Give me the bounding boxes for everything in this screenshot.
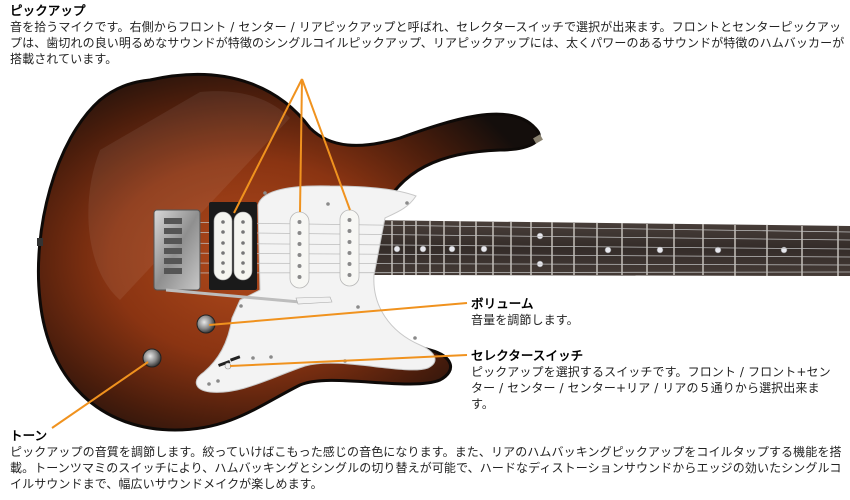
callout-line-tone [51,361,149,429]
callout-line-rear-pickup [233,78,303,214]
pickup-description: 音を拾うマイクです。右側からフロント / センター / リアピックアップと呼ばれ… [10,20,845,66]
selector-switch [218,355,241,370]
bridge [153,209,333,305]
volume-callout: ボリューム 音量を調節します。 [471,296,841,328]
middle-single-coil [289,211,310,289]
selector-switch-title: セレクタースイッチ [471,348,584,363]
volume-description: 音量を調節します。 [471,313,579,327]
tone-callout: トーン ピックアップの音質を調節します。絞っていけばこもった感じの音色になります… [10,428,845,492]
pickguard [195,185,436,393]
selector-switch-callout: セレクタースイッチ ピックアップを選択するスイッチです。フロント / フロント+… [471,348,841,412]
neck [360,220,850,276]
tone-description: ピックアップの音質を調節します。絞っていけばこもった感じの音色になります。また、… [10,445,842,491]
selector-switch-description: ピックアップを選択するスイッチです。フロント / フロント+センター / センタ… [471,365,831,411]
strings [167,221,850,274]
callout-line-front-pickup [301,78,351,211]
callout-line-volume [208,302,468,326]
rear-humbucker [209,202,257,290]
pickup-title: ピックアップ [10,3,86,18]
front-single-coil [339,209,360,287]
tone-title: トーン [10,428,48,443]
callout-line-selector [229,354,468,367]
callout-lines [51,78,468,429]
callout-line-middle-pickup [299,78,303,213]
volume-title: ボリューム [471,296,534,311]
pickup-callout: ピックアップ 音を拾うマイクです。右側からフロント / センター / リアピック… [10,3,845,67]
